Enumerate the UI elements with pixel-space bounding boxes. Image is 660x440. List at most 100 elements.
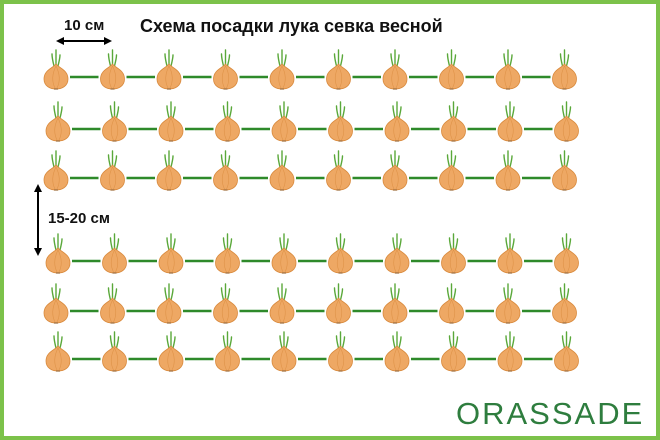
onion-body (269, 164, 295, 191)
onion-sprout (567, 238, 572, 251)
onion-body (495, 164, 521, 191)
onion-stripe (336, 347, 341, 371)
onion-bulb (271, 331, 297, 372)
onion-stripe (280, 249, 285, 273)
onion-sprout (503, 154, 507, 168)
onion-stripe (504, 166, 509, 190)
onion-stripe (225, 65, 230, 89)
onion-sprout (511, 106, 515, 119)
onion-bulb (156, 150, 182, 191)
onion-sprout (166, 105, 170, 119)
onion-sprout (51, 287, 55, 301)
onion-sprout (392, 105, 396, 119)
onion-bulb (328, 233, 353, 274)
onion-body (156, 63, 182, 90)
onion-stripe (114, 249, 119, 273)
onion-sprout (279, 335, 283, 349)
onion-stripe (560, 65, 565, 89)
onion-stripe (227, 117, 232, 141)
onion-stripe (338, 299, 343, 323)
onion-sprout (51, 154, 55, 168)
onion-stripe (278, 166, 283, 190)
onion-sprout (339, 54, 344, 67)
onion-stripe (507, 166, 512, 190)
onion-body (102, 247, 127, 274)
onion-stripe (54, 249, 59, 273)
onion-body (552, 63, 577, 90)
onion-body (497, 345, 523, 372)
onion-sprout (565, 155, 570, 168)
onion-stripe (394, 166, 399, 190)
onion-stripe (223, 347, 228, 371)
onion-bulb (156, 283, 182, 324)
onion-body (215, 345, 240, 372)
onion-sprout (53, 335, 57, 349)
onion-sprout (172, 336, 176, 349)
onion-stripe (447, 65, 452, 89)
onion-stripe (108, 166, 113, 190)
onion-stripe (167, 117, 172, 141)
onion-stripe (334, 65, 339, 89)
onion-bulb (102, 233, 127, 274)
onion-sprout (454, 106, 459, 119)
onion-stripe (112, 166, 117, 190)
onion-stripe (336, 249, 341, 273)
onion-stripe (170, 117, 175, 141)
onion-sprout (335, 335, 340, 349)
onion-stripe (114, 117, 119, 141)
onion-stripe (280, 347, 285, 371)
onion-sprout (107, 287, 112, 301)
onion-stripe (165, 65, 170, 89)
onion-sprout (59, 336, 63, 349)
onion-sprout (285, 106, 289, 119)
onion-bulb (100, 49, 125, 90)
onion-body (102, 115, 127, 142)
onion-stripe (108, 65, 113, 89)
onion-stripe (391, 65, 396, 89)
onion-stripe (509, 347, 514, 371)
onion-bulb (43, 49, 69, 90)
onion-sprout (454, 336, 459, 349)
onion-stripe (112, 299, 117, 323)
onion-body (552, 164, 577, 191)
onion-body (328, 247, 353, 274)
onion-sprout (333, 287, 338, 301)
onion-bulb (102, 101, 127, 142)
bulb-row (45, 101, 579, 142)
onion-stripe (507, 65, 512, 89)
onion-bulb (43, 150, 69, 191)
onion-bulb (554, 233, 579, 274)
onion-stripe (453, 117, 458, 141)
onion-stripe (221, 65, 226, 89)
onion-stripe (504, 299, 509, 323)
onion-sprout (559, 53, 564, 67)
bulb-row (45, 331, 579, 372)
onion-stripe (562, 117, 567, 141)
onion-stripe (566, 117, 571, 141)
onion-sprout (277, 287, 281, 301)
onion-bulb (156, 49, 182, 90)
onion-sprout (113, 155, 118, 168)
bulb-row (43, 49, 577, 90)
onion-stripe (52, 166, 57, 190)
onion-sprout (113, 54, 118, 67)
onion-bulb (213, 49, 238, 90)
onion-stripe (283, 117, 288, 141)
onion-bulb (552, 150, 577, 191)
onion-stripe (449, 347, 454, 371)
onion-bulb (326, 49, 351, 90)
onion-sprout (448, 105, 453, 119)
onion-sprout (53, 105, 57, 119)
onion-bulb (384, 101, 410, 142)
onion-sprout (166, 237, 170, 251)
onion-stripe (283, 249, 288, 273)
onion-stripe (223, 117, 228, 141)
onion-bulb (100, 283, 125, 324)
onion-sprout (398, 106, 402, 119)
onion-body (213, 297, 238, 324)
onion-stripe (52, 299, 57, 323)
onion-sprout (333, 53, 338, 67)
onion-stripe (391, 299, 396, 323)
onion-sprout (341, 336, 346, 349)
